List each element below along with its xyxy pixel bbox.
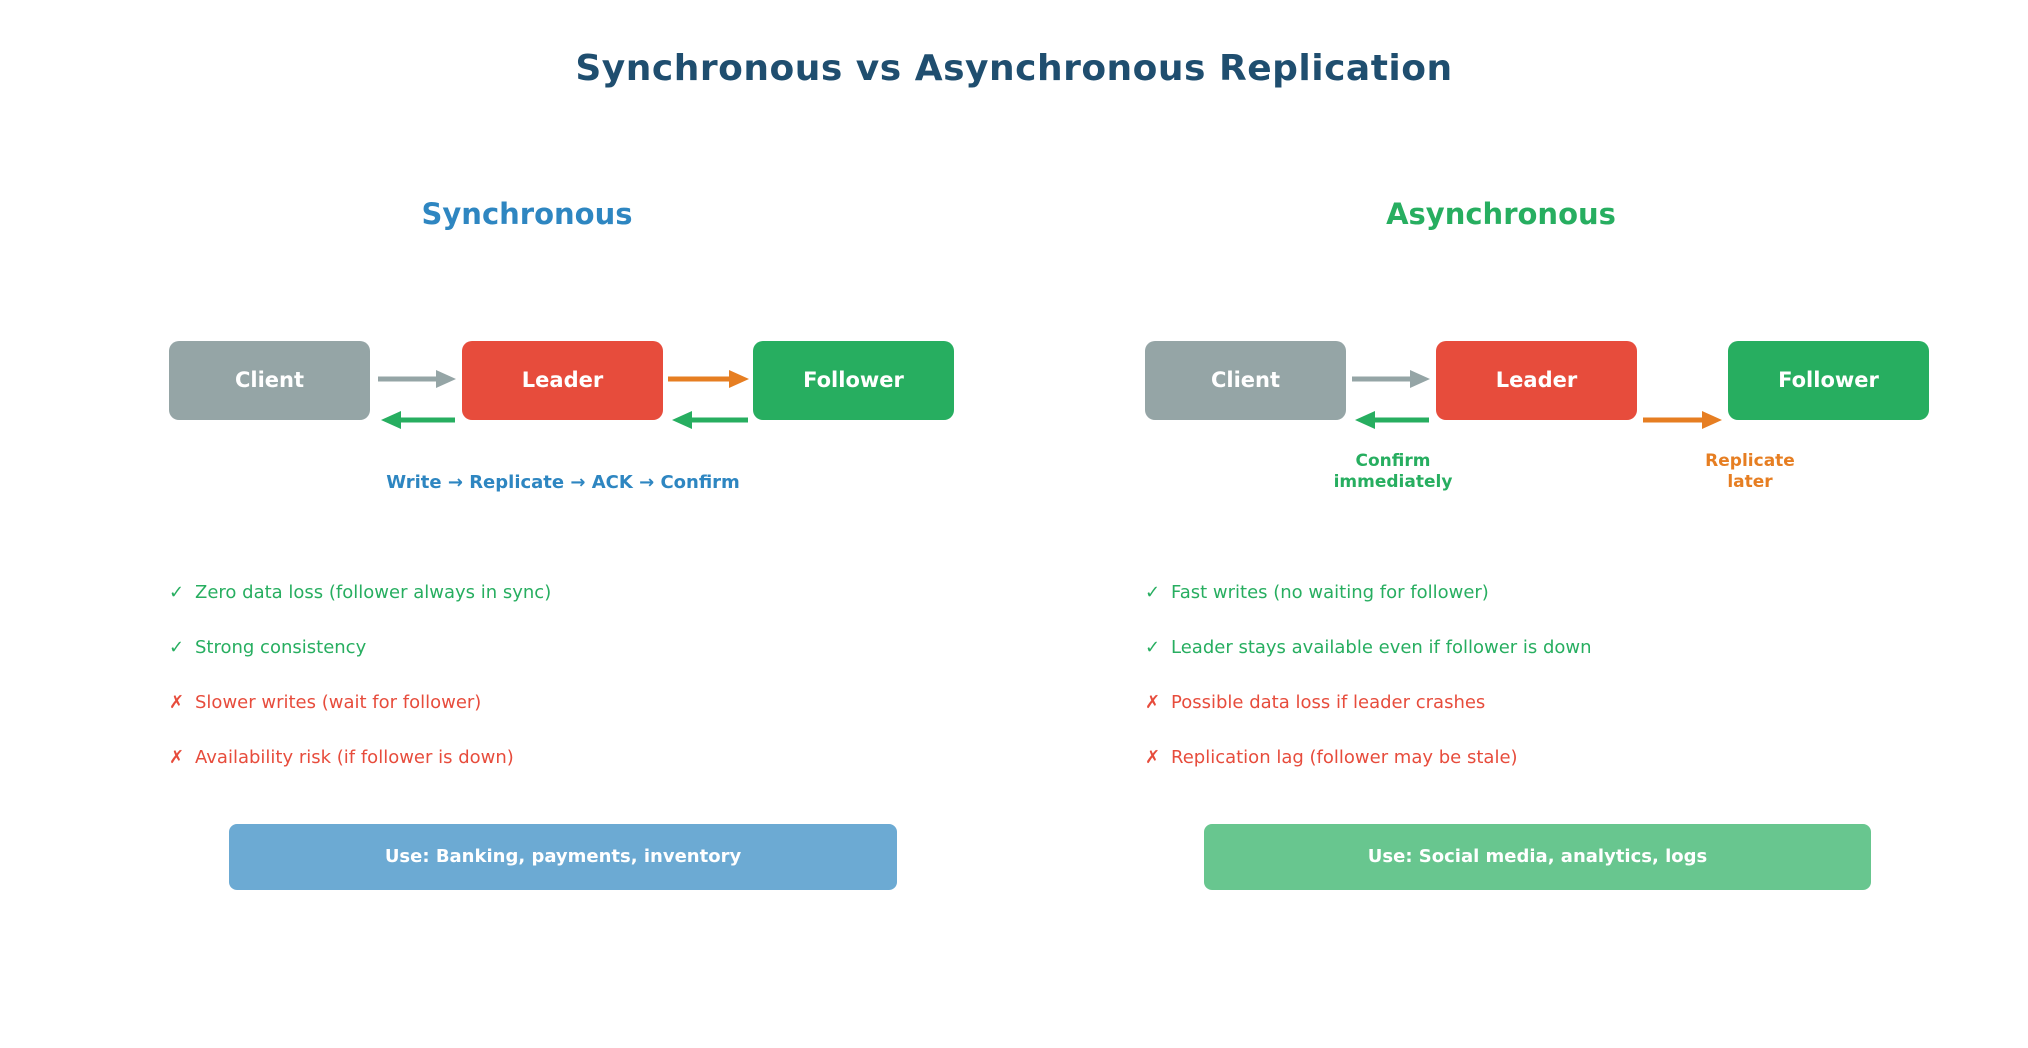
list-item: ✗ Replication lag (follower may be stale… xyxy=(1145,747,1905,769)
async-confirm-label: Confirm immediately xyxy=(1333,451,1453,492)
async-replicate-label: Replicate later xyxy=(1705,451,1795,492)
check-icon: ✓ xyxy=(1145,637,1161,658)
point-text: Availability risk (if follower is down) xyxy=(195,747,514,768)
sync-use-case-banner: Use: Banking, payments, inventory xyxy=(229,824,897,890)
cross-icon: ✗ xyxy=(1145,692,1161,713)
point-text: Strong consistency xyxy=(195,637,367,658)
list-item: ✗ Possible data loss if leader crashes xyxy=(1145,692,1905,714)
list-item: ✗ Slower writes (wait for follower) xyxy=(169,692,929,714)
point-text: Zero data loss (follower always in sync) xyxy=(195,582,552,603)
cross-icon: ✗ xyxy=(169,692,185,713)
cross-icon: ✗ xyxy=(169,747,185,768)
synchronous-heading: Synchronous xyxy=(421,197,633,231)
async-leader-node: Leader xyxy=(1436,341,1637,420)
list-item: ✓ Leader stays available even if followe… xyxy=(1145,637,1905,659)
sync-points-list: ✓ Zero data loss (follower always in syn… xyxy=(169,582,929,769)
sync-client-node: Client xyxy=(169,341,370,420)
list-item: ✗ Availability risk (if follower is down… xyxy=(169,747,929,769)
check-icon: ✓ xyxy=(1145,582,1161,603)
async-leader-to-client-arrow xyxy=(1355,411,1429,429)
check-icon: ✓ xyxy=(169,582,185,603)
async-client-to-leader-arrow xyxy=(1352,370,1430,388)
list-item: ✓ Fast writes (no waiting for follower) xyxy=(1145,582,1905,604)
sync-flow-caption: Write → Replicate → ACK → Confirm xyxy=(386,472,740,493)
sync-follower-node: Follower xyxy=(753,341,954,420)
sync-leader-to-client-arrow xyxy=(381,411,455,429)
point-text: Possible data loss if leader crashes xyxy=(1171,692,1486,713)
sync-leader-node: Leader xyxy=(462,341,663,420)
point-text: Leader stays available even if follower … xyxy=(1171,637,1592,658)
cross-icon: ✗ xyxy=(1145,747,1161,768)
async-leader-to-follower-arrow xyxy=(1643,411,1722,429)
async-use-case-banner: Use: Social media, analytics, logs xyxy=(1204,824,1871,890)
async-client-node: Client xyxy=(1145,341,1346,420)
sync-follower-to-leader-arrow xyxy=(672,411,748,429)
sync-client-to-leader-arrow xyxy=(378,370,456,388)
async-follower-node: Follower xyxy=(1728,341,1929,420)
point-text: Replication lag (follower may be stale) xyxy=(1171,747,1518,768)
asynchronous-heading: Asynchronous xyxy=(1386,197,1616,231)
page-title: Synchronous vs Asynchronous Replication xyxy=(575,48,1453,89)
check-icon: ✓ xyxy=(169,637,185,658)
point-text: Slower writes (wait for follower) xyxy=(195,692,482,713)
async-points-list: ✓ Fast writes (no waiting for follower) … xyxy=(1145,582,1905,769)
sync-leader-to-follower-arrow xyxy=(668,370,749,388)
point-text: Fast writes (no waiting for follower) xyxy=(1171,582,1489,603)
list-item: ✓ Zero data loss (follower always in syn… xyxy=(169,582,929,604)
list-item: ✓ Strong consistency xyxy=(169,637,929,659)
